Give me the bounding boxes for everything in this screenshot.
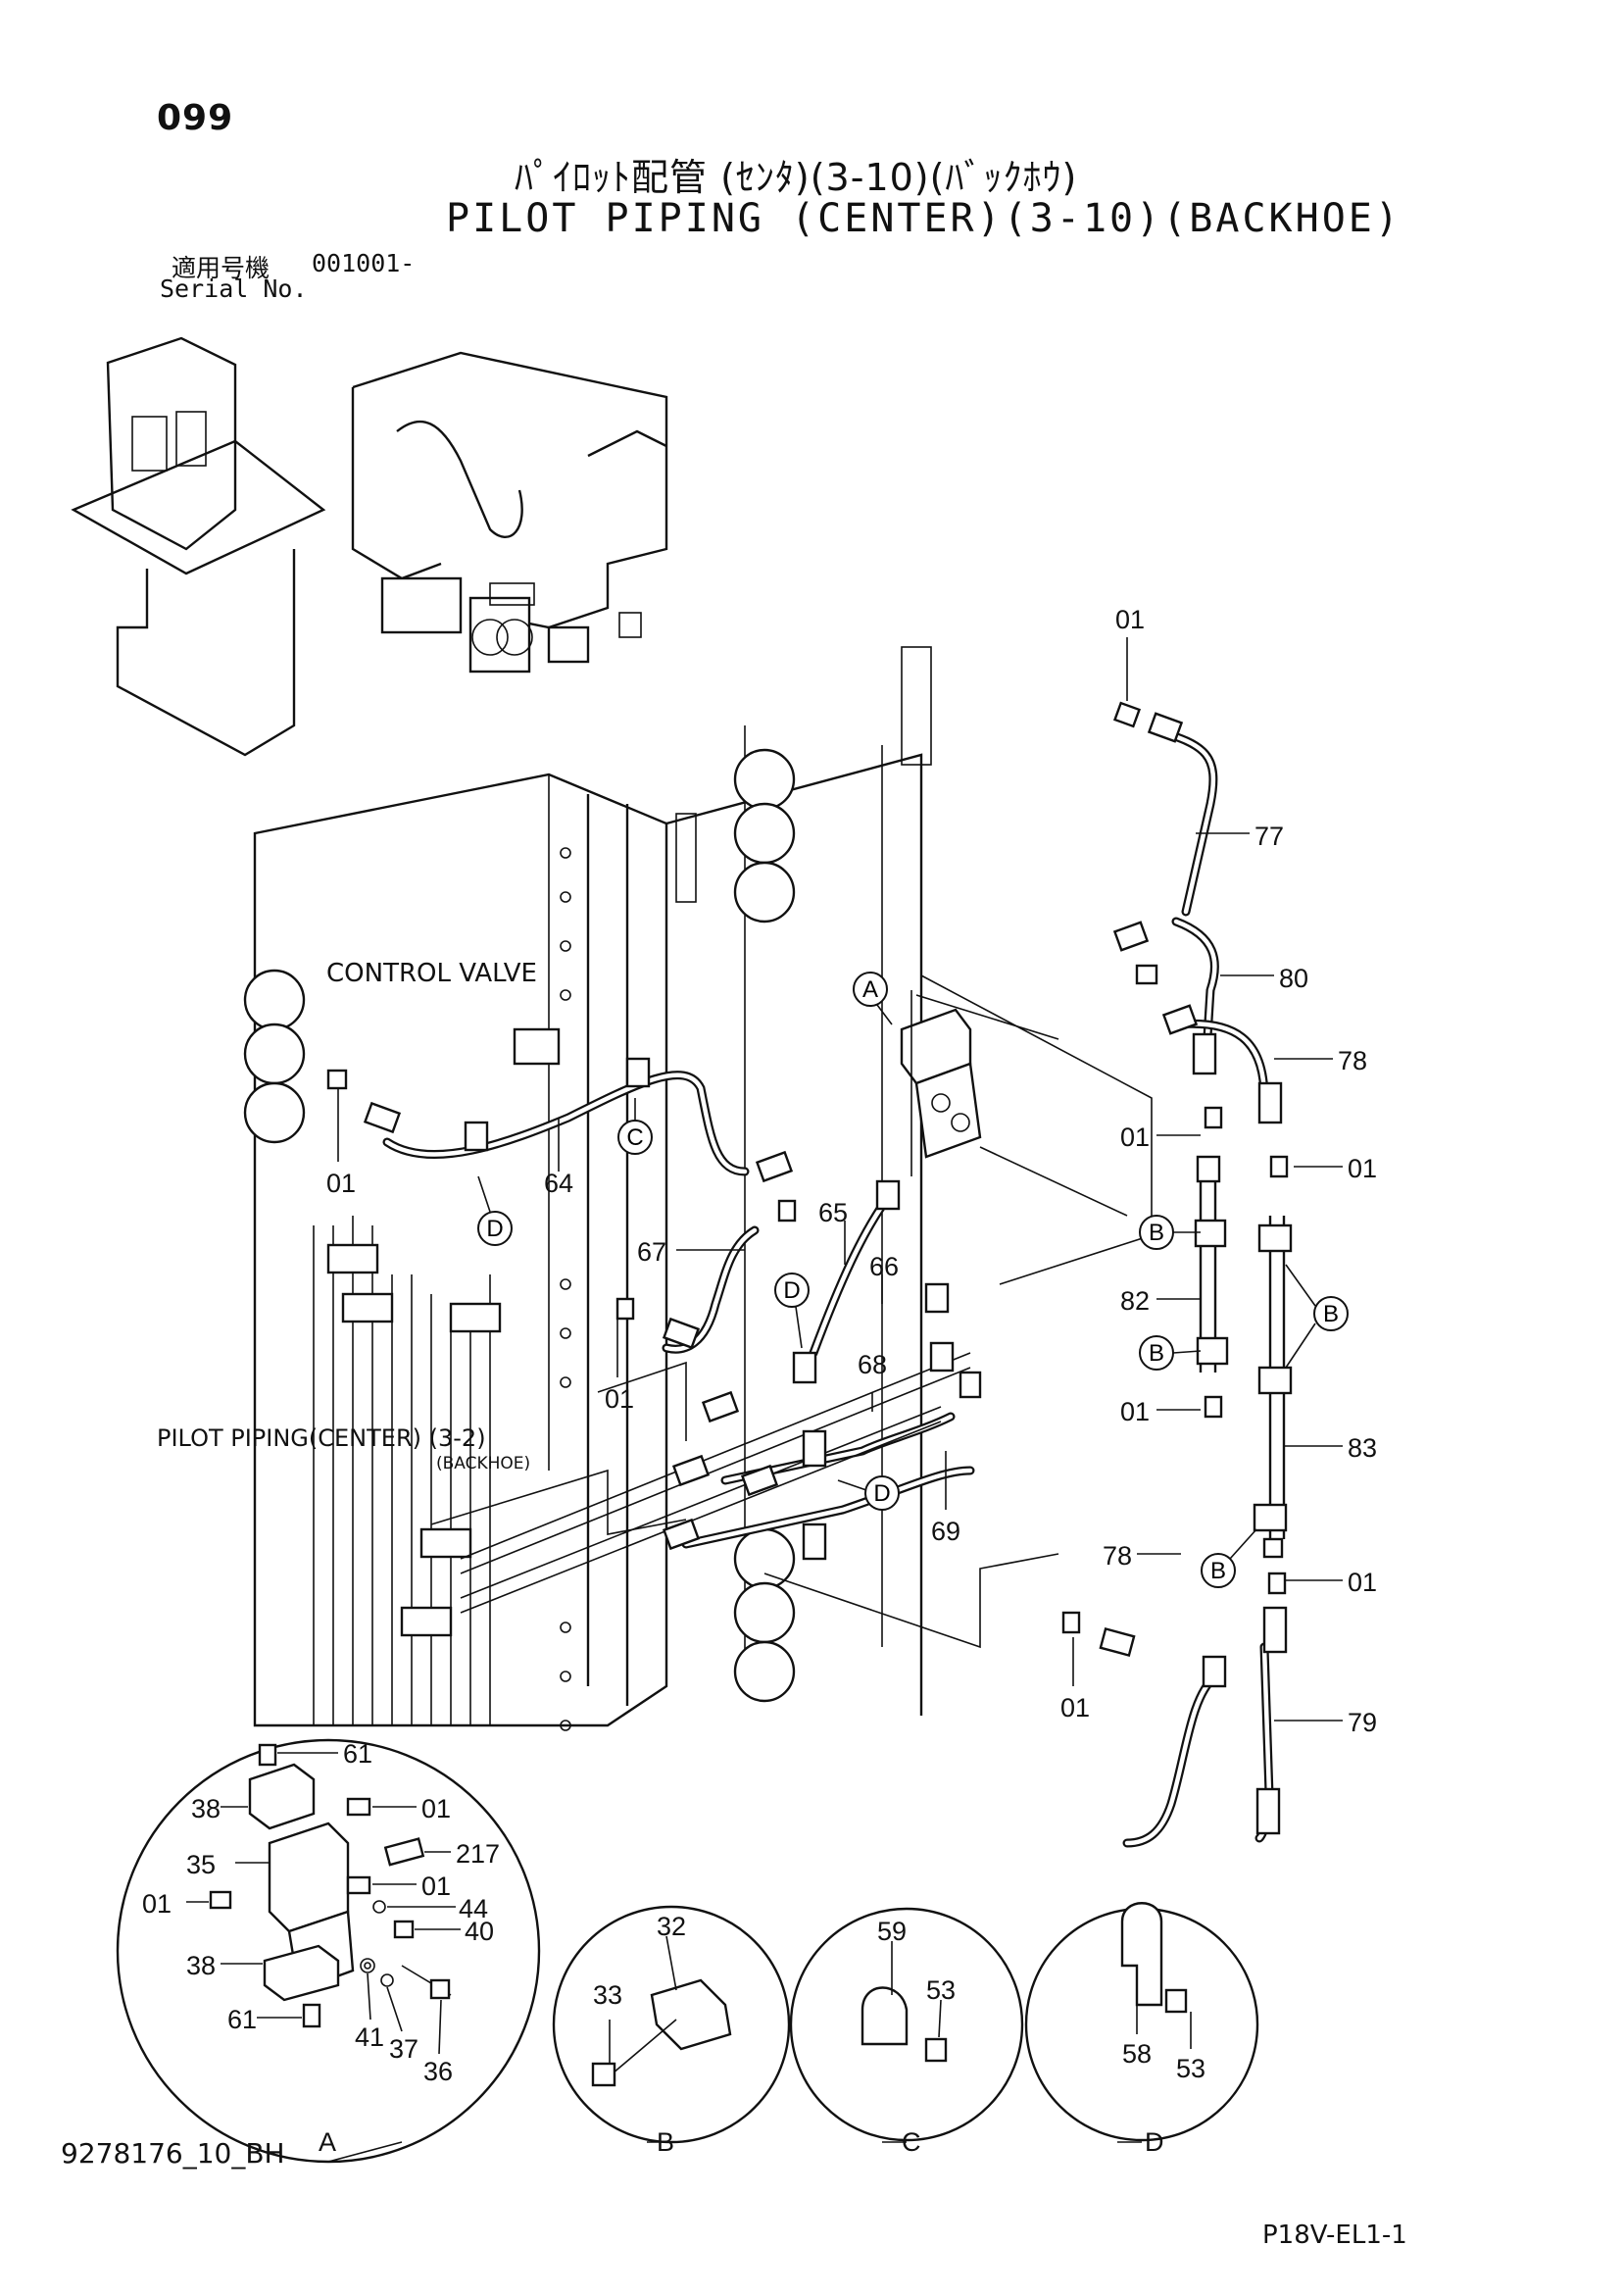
part-label-69: 69 bbox=[931, 1517, 961, 1546]
detail-d-part-58: 58 bbox=[1122, 2039, 1153, 2069]
detail-c-view bbox=[789, 1907, 1024, 2143]
part-label-66: 66 bbox=[869, 1252, 900, 1281]
detail-a-part-35: 35 bbox=[186, 1850, 217, 1879]
part-label-01: 01 bbox=[1120, 1397, 1151, 1426]
ref-mark-b-letter-2: B bbox=[1149, 1340, 1164, 1367]
document-id: 9278176_10_BH bbox=[61, 2137, 285, 2170]
detail-a-part-217: 217 bbox=[456, 1839, 501, 1869]
detail-b-label: B bbox=[657, 2127, 675, 2157]
detail-c-part-53: 53 bbox=[926, 1975, 957, 2005]
pipe-fittings bbox=[326, 701, 1293, 1835]
part-label-01: 01 bbox=[1348, 1568, 1378, 1597]
serial-number-value: 001001- bbox=[312, 249, 416, 277]
part-label-82: 82 bbox=[1120, 1286, 1151, 1316]
ref-mark-b-4 bbox=[1201, 1553, 1236, 1588]
ref-mark-b-letter-1: B bbox=[1149, 1220, 1164, 1246]
ref-mark-b-letter-3: B bbox=[1323, 1301, 1339, 1327]
page-title-japanese: ﾊﾟｲﾛｯﾄ配管 (ｾﾝﾀ)(3-10)(ﾊﾞｯｸﾎｳ) bbox=[515, 156, 1078, 199]
detail-b-part-33: 33 bbox=[593, 1980, 623, 2010]
part-label-64: 64 bbox=[544, 1169, 574, 1198]
pilot-piping-reference-label: PILOT PIPING(CENTER) (3-2) bbox=[157, 1424, 486, 1452]
part-label-83: 83 bbox=[1348, 1433, 1378, 1463]
detail-a-part-36: 36 bbox=[423, 2057, 454, 2086]
part-label-78: 78 bbox=[1338, 1046, 1368, 1075]
sheet-code: P18V-EL1-1 bbox=[1262, 2221, 1407, 2250]
detail-d-label: D bbox=[1145, 2127, 1164, 2157]
part-label-01: 01 bbox=[1115, 605, 1146, 634]
detail-d-view bbox=[1024, 1902, 1259, 2143]
ref-mark-d-3 bbox=[864, 1475, 900, 1511]
part-label-65: 65 bbox=[818, 1198, 849, 1227]
part-label-79: 79 bbox=[1348, 1708, 1378, 1737]
detail-a-part-61: 61 bbox=[227, 2005, 258, 2034]
detail-a-part-40: 40 bbox=[465, 1917, 495, 1946]
detail-a-part-44: 44 bbox=[459, 1894, 489, 1923]
serial-label-english: Serial No. bbox=[160, 275, 308, 303]
part-label-01: 01 bbox=[1348, 1154, 1378, 1183]
ref-mark-d-2 bbox=[774, 1273, 810, 1308]
part-label-67: 67 bbox=[637, 1237, 667, 1267]
ref-mark-a-letter: A bbox=[862, 976, 878, 1003]
part-label-01: 01 bbox=[605, 1384, 635, 1414]
detail-a-part-01: 01 bbox=[421, 1872, 452, 1901]
part-label-80: 80 bbox=[1279, 964, 1309, 993]
page-title-english: PILOT PIPING (CENTER)(3-10)(BACKHOE) bbox=[446, 196, 1402, 241]
control-valve-illustration bbox=[243, 646, 932, 1731]
pilot-valve-block bbox=[900, 990, 982, 1176]
detail-a-part-61: 61 bbox=[343, 1739, 373, 1769]
ref-mark-d-letter-2: D bbox=[783, 1277, 800, 1304]
detail-a-part-38: 38 bbox=[191, 1794, 221, 1823]
detail-a-part-41: 41 bbox=[355, 2022, 385, 2052]
part-label-01: 01 bbox=[1060, 1693, 1091, 1722]
part-label-01: 01 bbox=[326, 1169, 357, 1198]
ref-mark-d-letter-3: D bbox=[873, 1480, 890, 1507]
ref-mark-b-letter-4: B bbox=[1210, 1558, 1226, 1584]
detail-a-part-37: 37 bbox=[389, 2034, 419, 2064]
detail-c-part-59: 59 bbox=[877, 1917, 908, 1946]
ref-mark-d-letter-1: D bbox=[486, 1216, 503, 1242]
detail-d-part-53: 53 bbox=[1176, 2054, 1206, 2083]
leader-lines bbox=[337, 637, 1343, 1722]
detail-b-part-32: 32 bbox=[657, 1912, 687, 1941]
pilot-piping-reference-sublabel: (BACKHOE) bbox=[436, 1454, 531, 1473]
detail-a-view bbox=[116, 1738, 541, 2164]
reference-marks bbox=[477, 972, 1349, 1588]
part-label-78: 78 bbox=[1103, 1541, 1133, 1571]
reference-outlines bbox=[430, 974, 1153, 1649]
machine-frame-illustration bbox=[71, 336, 668, 757]
ref-mark-b-3 bbox=[1313, 1296, 1349, 1331]
part-label-68: 68 bbox=[858, 1350, 888, 1379]
detail-a-part-01: 01 bbox=[142, 1889, 172, 1919]
detail-a-part-38: 38 bbox=[186, 1951, 217, 1980]
detail-a-label: A bbox=[319, 2127, 337, 2157]
ref-mark-d-1 bbox=[477, 1211, 513, 1246]
serial-label-japanese: 適用号機 bbox=[172, 254, 270, 282]
part-label-01: 01 bbox=[1120, 1123, 1151, 1152]
detail-b-view bbox=[552, 1905, 791, 2144]
detail-a-part-01: 01 bbox=[421, 1794, 452, 1823]
part-label-77: 77 bbox=[1254, 822, 1285, 851]
pilot-tubes bbox=[460, 1176, 1286, 1614]
control-valve-label: CONTROL VALVE bbox=[326, 959, 537, 988]
pilot-pipe-bundle-left bbox=[313, 1216, 502, 1725]
ref-mark-a bbox=[853, 972, 888, 1007]
page-number: 099 bbox=[157, 98, 234, 138]
detail-c-label: C bbox=[902, 2127, 921, 2157]
ref-mark-c-letter: C bbox=[626, 1124, 643, 1151]
